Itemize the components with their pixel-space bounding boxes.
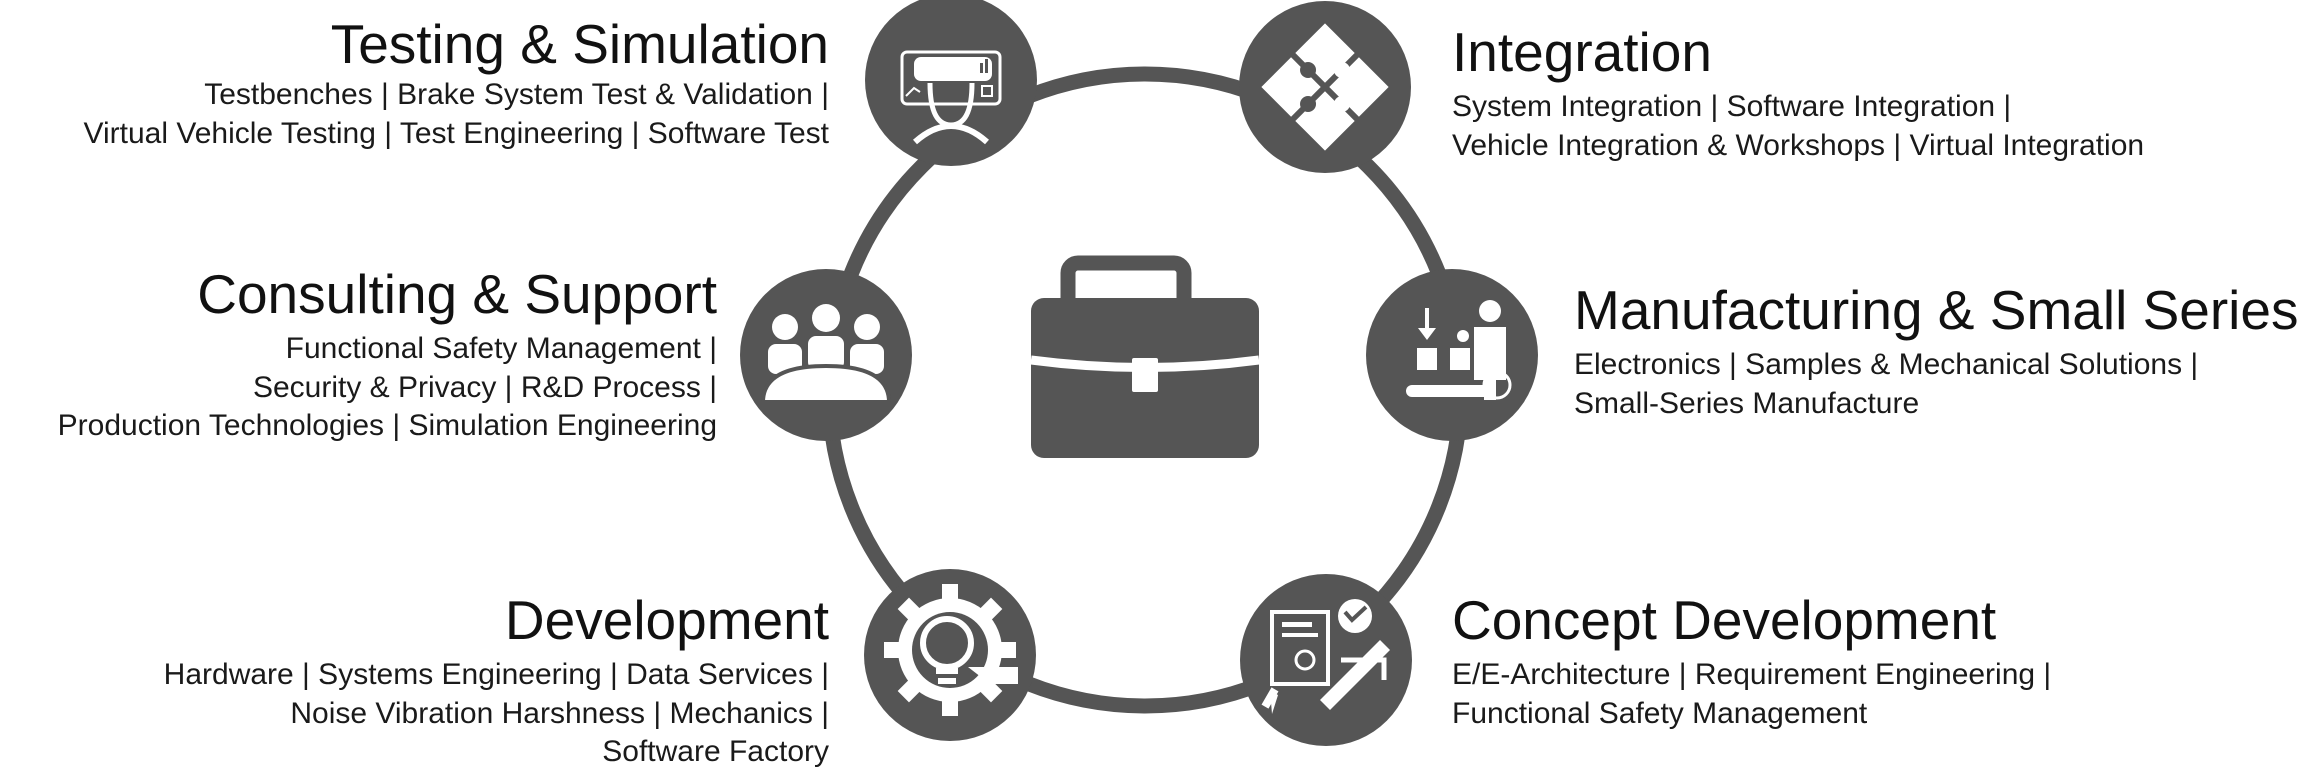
service-description: Testbenches | Brake System Test & Valida… <box>84 76 829 153</box>
description-line: Functional Safety Management | <box>285 332 717 365</box>
description-line: Functional Safety Management <box>1452 696 1868 730</box>
service-integration: Integration System Integration | Softwar… <box>1452 22 2144 165</box>
service-description: Electronics | Samples & Mechanical Solut… <box>1574 346 2298 423</box>
description-line: Software Factory <box>602 735 829 768</box>
service-concept: Concept Development E/E-Architecture | R… <box>1452 590 2051 733</box>
description-line: Production Technologies | Simulation Eng… <box>57 409 717 442</box>
description-line: Virtual Vehicle Testing | Test Engineeri… <box>83 116 829 150</box>
puzzle-icon <box>1239 1 1411 173</box>
service-description: Hardware | Systems Engineering | Data Se… <box>164 656 829 772</box>
blueprint-icon <box>1240 574 1412 746</box>
description-line: E/E-Architecture | Requirement Engineeri… <box>1452 658 2052 691</box>
vr-headset-icon <box>865 0 1037 166</box>
service-title: Development <box>504 589 829 651</box>
meeting-icon <box>740 269 912 441</box>
description-line: Small-Series Manufacture <box>1574 386 1920 420</box>
service-manufacturing: Manufacturing & Small Series Electronics… <box>1574 280 2298 423</box>
service-title: Concept Development <box>1452 589 1997 651</box>
service-title: Integration <box>1452 21 1712 83</box>
service-title: Testing & Simulation <box>330 13 829 75</box>
description-line: Hardware | Systems Engineering | Data Se… <box>163 658 829 691</box>
service-description: System Integration | Software Integratio… <box>1452 88 2144 165</box>
description-line: Testbenches | Brake System Test & Valida… <box>204 78 829 111</box>
service-testing: Testing & Simulation Testbenches | Brake… <box>84 14 829 153</box>
assembly-line-icon <box>1366 269 1538 441</box>
description-line: Vehicle Integration & Workshops | Virtua… <box>1452 128 2145 162</box>
description-line: Security & Privacy | R&D Process | <box>252 370 717 404</box>
description-line: Electronics | Samples & Mechanical Solut… <box>1574 348 2199 381</box>
service-description: E/E-Architecture | Requirement Engineeri… <box>1452 656 2051 733</box>
service-consulting: Consulting & Support Functional Safety M… <box>58 264 717 446</box>
gear-lightbulb-icon <box>864 569 1036 741</box>
service-title: Consulting & Support <box>197 263 717 325</box>
service-description: Functional Safety Management | Security … <box>58 330 717 446</box>
description-line: Noise Vibration Harshness | Mechanics | <box>290 696 829 730</box>
briefcase-icon <box>1030 255 1260 458</box>
service-title: Manufacturing & Small Series <box>1574 279 2299 341</box>
description-line: System Integration | Software Integratio… <box>1452 90 2012 123</box>
service-development: Development Hardware | Systems Engineeri… <box>164 590 829 772</box>
